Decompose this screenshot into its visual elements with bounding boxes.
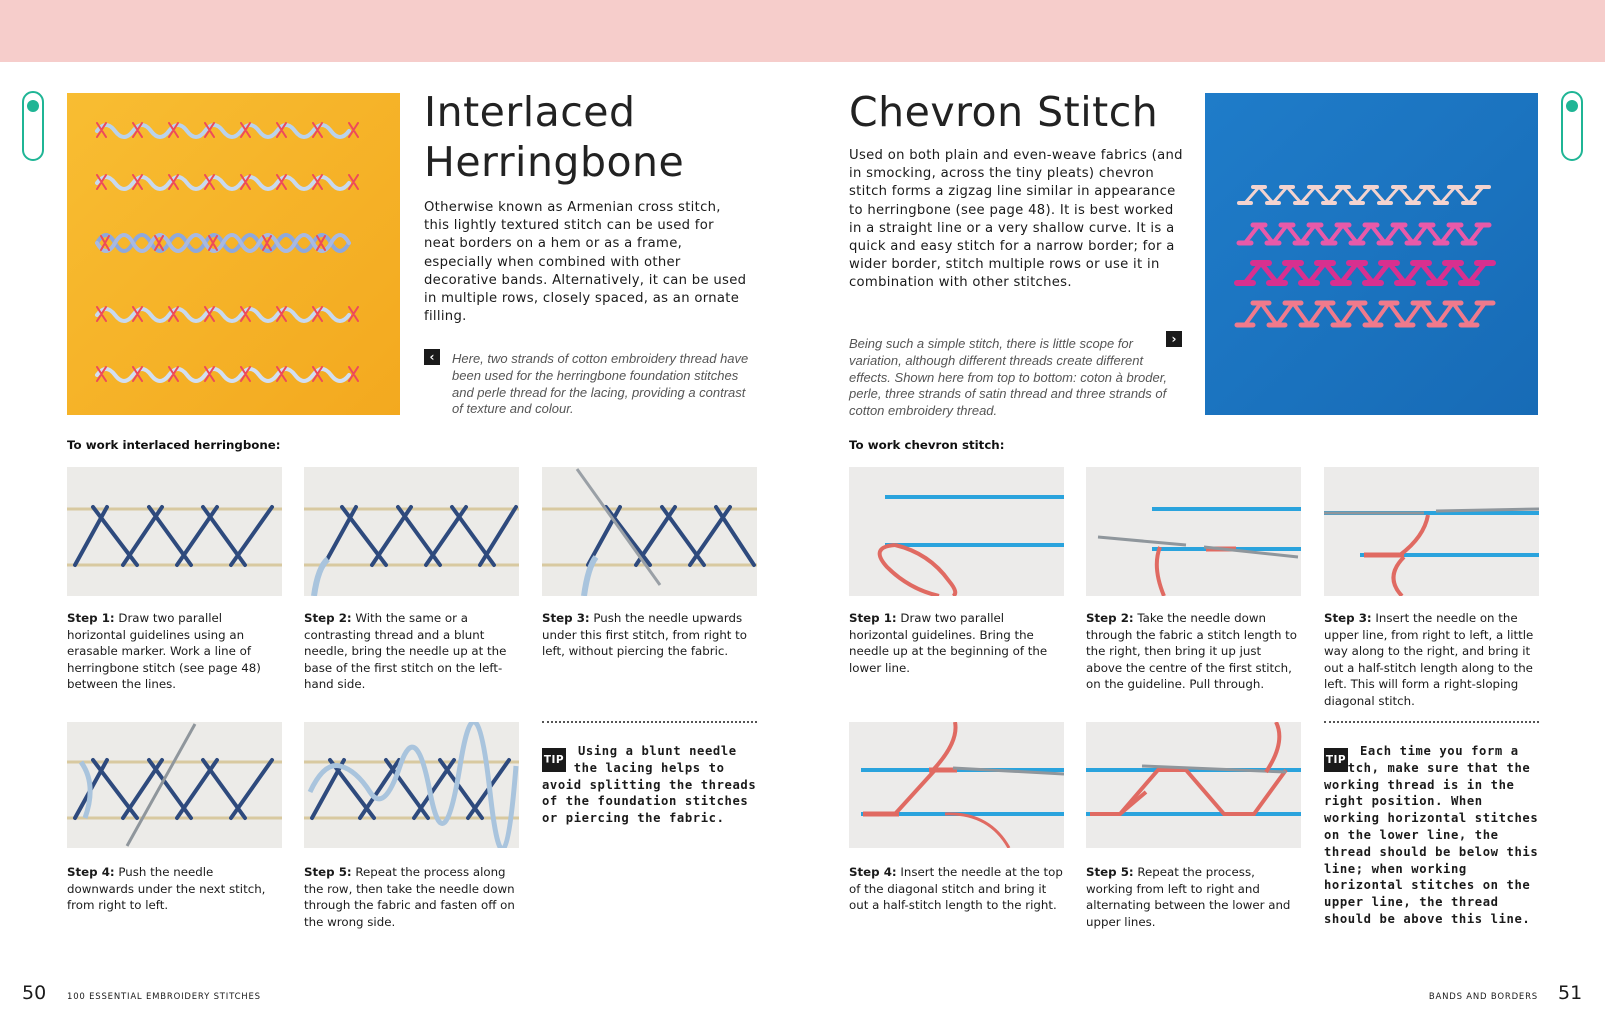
interlaced-herringbone-hero-photo <box>67 93 400 415</box>
left-step-4-text: Step 4: Push the needle downwards under … <box>67 864 282 914</box>
right-tip-badge: TIP <box>1324 748 1348 772</box>
step-label: Step 5: <box>304 865 352 879</box>
step-label: Step 5: <box>1086 865 1134 879</box>
step-label: Step 4: <box>67 865 115 879</box>
step-label: Step 1: <box>849 611 897 625</box>
tab-dot-icon <box>1566 100 1578 112</box>
right-step-5-photo <box>1086 722 1301 848</box>
left-step-3-text: Step 3: Push the needle upwards under th… <box>542 610 757 660</box>
left-page-title: Interlaced Herringbone <box>424 87 684 187</box>
step-text: Push the needle upwards under this first… <box>542 611 748 659</box>
step-text: Insert the needle at the top of the diag… <box>849 865 1063 913</box>
right-step-4-text: Step 4: Insert the needle at the top of … <box>849 864 1064 914</box>
left-tip-text: Using a blunt needle for the lacing help… <box>542 744 757 826</box>
right-tip-text: Each time you form a stitch, make sure t… <box>1324 744 1539 926</box>
right-step-2-photo <box>1086 467 1301 596</box>
step-text: Push the needle downwards under the next… <box>67 865 266 913</box>
left-photo-caption: Here, two strands of cotton embroidery t… <box>452 351 749 417</box>
right-work-heading: To work chevron stitch: <box>849 438 1005 452</box>
step-text: Insert the needle on the upper line, fro… <box>1324 611 1534 708</box>
right-step-3-text: Step 3: Insert the needle on the upper l… <box>1324 610 1539 710</box>
right-step-5-text: Step 5: Repeat the process, working from… <box>1086 864 1301 930</box>
right-page-number: 51 <box>1558 982 1583 1004</box>
right-step-1-photo <box>849 467 1064 596</box>
right-step-2-text: Step 2: Take the needle down through the… <box>1086 610 1301 693</box>
left-step-5-photo <box>304 722 519 848</box>
left-tip-divider <box>542 721 757 723</box>
left-running-head: 100 ESSENTIAL EMBROIDERY STITCHES <box>67 992 261 1002</box>
step-label: Step 3: <box>1324 611 1372 625</box>
arrow-left-icon: ‹ <box>424 349 440 365</box>
left-work-heading: To work interlaced herringbone: <box>67 438 281 452</box>
step-text: Draw two parallel horizontal guidelines.… <box>849 611 1048 675</box>
step-label: Step 3: <box>542 611 590 625</box>
right-running-head: BANDS AND BORDERS <box>1428 992 1538 1002</box>
right-section-tab <box>1561 91 1583 161</box>
left-tip-badge: TIP <box>542 748 566 772</box>
left-section-tab <box>22 91 44 161</box>
title-line: Interlaced <box>424 88 636 136</box>
right-intro-paragraph: Used on both plain and even-weave fabric… <box>849 148 1183 291</box>
right-step-1-text: Step 1: Draw two parallel horizontal gui… <box>849 610 1064 676</box>
arrow-right-icon: › <box>1166 331 1182 347</box>
left-step-2-text: Step 2: With the same or a contrasting t… <box>304 610 519 693</box>
left-step-5-text: Step 5: Repeat the process along the row… <box>304 864 519 930</box>
step-text: Repeat the process along the row, then t… <box>304 865 515 929</box>
right-photo-caption: Being such a simple stitch, there is lit… <box>849 336 1167 419</box>
right-step-4-photo <box>849 722 1064 848</box>
top-color-band <box>0 0 1605 62</box>
left-step-4-photo <box>67 722 282 848</box>
step-text: With the same or a contrasting thread an… <box>304 611 507 692</box>
left-step-3-photo <box>542 467 757 596</box>
right-page-title: Chevron Stitch <box>849 88 1159 136</box>
step-text: Draw two parallel horizontal guidelines … <box>67 611 261 692</box>
left-step-2-photo <box>304 467 519 596</box>
title-line: Herringbone <box>424 138 685 186</box>
left-step-1-photo <box>67 467 282 596</box>
chevron-stitch-hero-photo <box>1205 93 1538 415</box>
step-label: Step 4: <box>849 865 897 879</box>
right-tip-divider <box>1324 721 1539 723</box>
right-step-3-photo <box>1324 467 1539 596</box>
left-page-number: 50 <box>22 982 47 1004</box>
left-intro-paragraph: Otherwise known as Armenian cross stitch… <box>424 200 747 325</box>
step-text: Take the needle down through the fabric … <box>1086 611 1298 692</box>
step-label: Step 1: <box>67 611 115 625</box>
tab-dot-icon <box>27 100 39 112</box>
step-label: Step 2: <box>1086 611 1134 625</box>
left-step-1-text: Step 1: Draw two parallel horizontal gui… <box>67 610 282 693</box>
step-label: Step 2: <box>304 611 352 625</box>
step-text: Repeat the process, working from left to… <box>1086 865 1291 929</box>
